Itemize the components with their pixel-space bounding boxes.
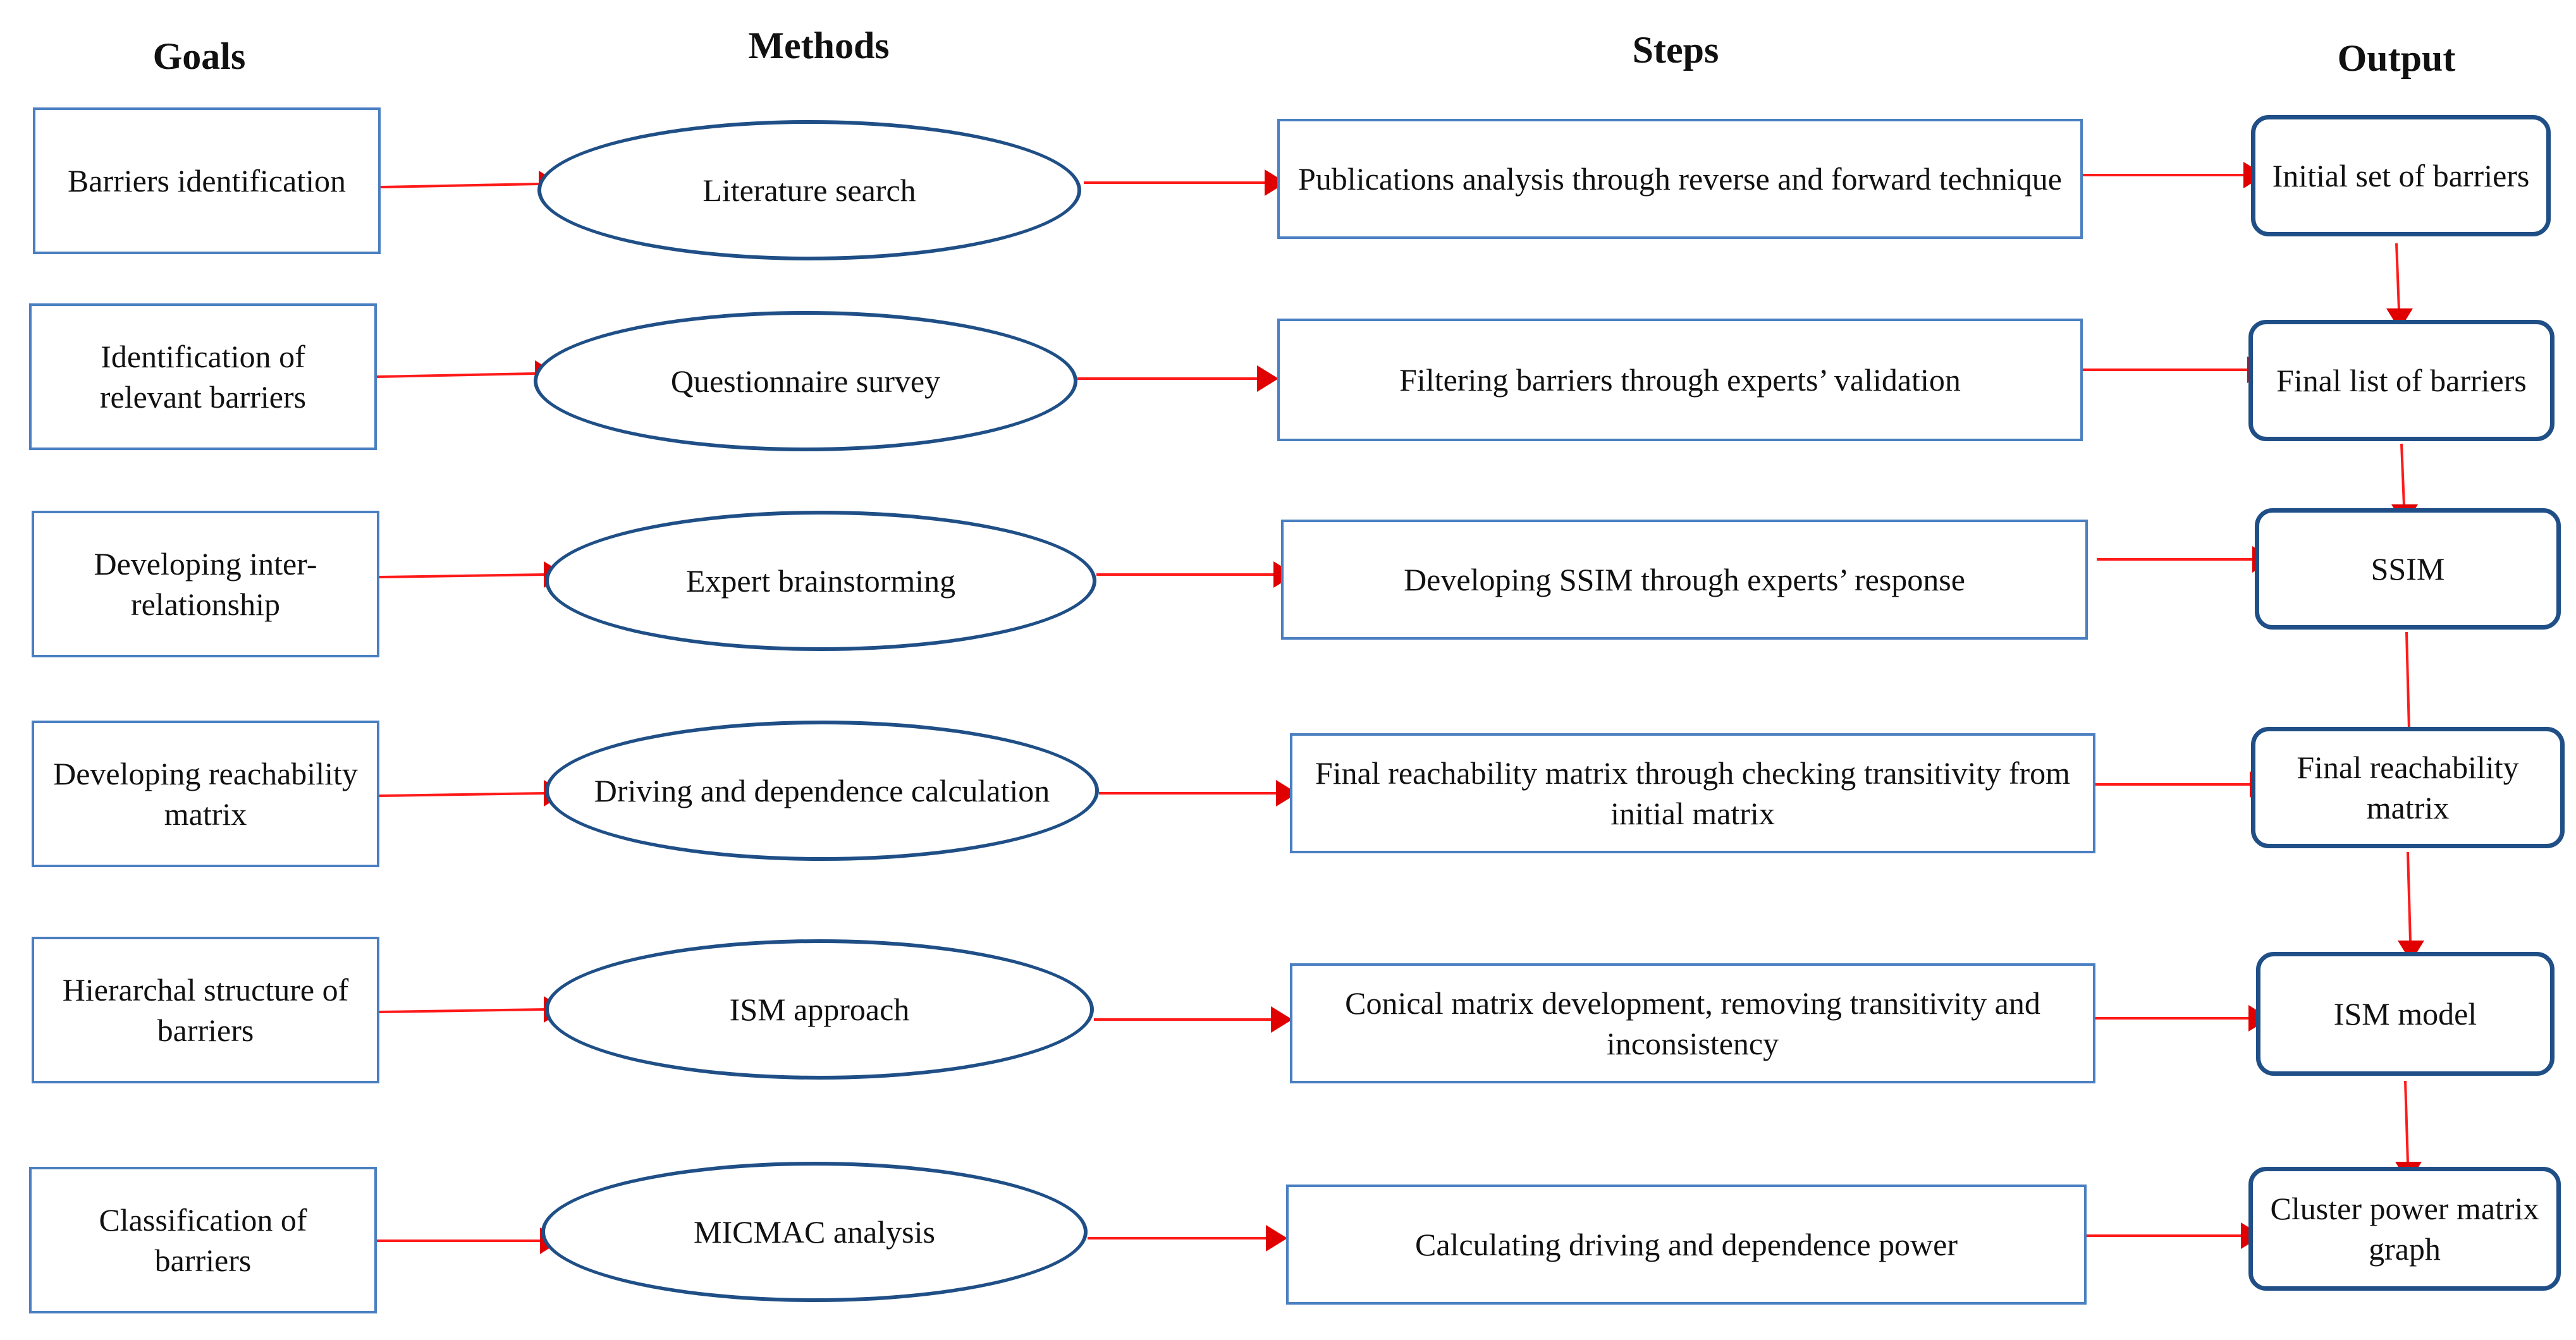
arrowhead-method-step-2 <box>1257 365 1279 392</box>
method-ellipse-2: Questionnaire survey <box>534 311 1077 451</box>
arrowhead-method-step-1 <box>1265 169 1286 196</box>
goal-box-6: Classification of barriers <box>29 1167 377 1313</box>
output-label-1: Initial set of barriers <box>2272 158 2530 193</box>
step-box-2: Filtering barriers through experts’ vali… <box>1277 319 2083 441</box>
arrow-output-1-to-2 <box>2395 243 2400 310</box>
goal-label-4: Developing reachability matrix <box>53 756 358 832</box>
goal-label-5: Hierarchal structure of barriers <box>62 972 349 1048</box>
method-ellipse-5: ISM approach <box>545 939 1094 1080</box>
output-box-3: SSIM <box>2255 508 2561 630</box>
method-ellipse-4: Driving and dependence calculation <box>545 721 1099 861</box>
arrowhead-method-step-4 <box>1276 780 1297 807</box>
method-ellipse-6: MICMAC analysis <box>541 1162 1088 1302</box>
arrow-output-5-to-6 <box>2404 1080 2409 1164</box>
arrow-output-2-to-3 <box>2400 443 2405 506</box>
step-box-5: Conical matrix development, removing tra… <box>1290 963 2095 1083</box>
method-label-4: Driving and dependence calculation <box>594 773 1050 808</box>
step-box-6: Calculating driving and dependence power <box>1286 1185 2087 1305</box>
method-label-3: Expert brainstorming <box>685 563 956 599</box>
output-box-6: Cluster power matrix graph <box>2248 1167 2561 1291</box>
goal-label-2: Identification of relevant barriers <box>99 339 307 415</box>
header-output: Output <box>2337 37 2456 79</box>
step-label-2: Filtering barriers through experts’ vali… <box>1399 362 1961 398</box>
output-box-1: Initial set of barriers <box>2251 115 2551 236</box>
step-label-6: Calculating driving and dependence power <box>1414 1227 1958 1262</box>
output-label-2: Final list of barriers <box>2276 363 2527 398</box>
step-label-3: Developing SSIM through experts’ respons… <box>1404 562 1965 597</box>
step-label-4: Final reachability matrix through checki… <box>1315 755 2071 831</box>
method-label-6: MICMAC analysis <box>694 1214 935 1250</box>
goal-label-3: Developing inter-relationship <box>94 546 317 622</box>
header-goals: Goals <box>152 35 246 77</box>
arrow-goal-to-method-4 <box>379 792 546 797</box>
arrowhead-output-4-5 <box>2398 941 2424 962</box>
method-ellipse-3: Expert brainstorming <box>545 511 1096 651</box>
goal-label-1: Barriers identification <box>67 163 347 198</box>
arrow-goal-to-method-3 <box>379 573 546 578</box>
arrow-goal-to-method-5 <box>379 1008 546 1013</box>
arrowhead-method-step-5 <box>1271 1006 1292 1033</box>
output-label-4: Final reachability matrix <box>2297 750 2519 825</box>
arrow-output-4-to-5 <box>2407 851 2412 942</box>
method-label-5: ISM approach <box>729 992 910 1027</box>
method-ellipse-1: Literature search <box>537 120 1081 260</box>
arrow-goal-to-method-2 <box>376 372 536 378</box>
arrowhead-output-1-2 <box>2386 308 2413 330</box>
step-label-5: Conical matrix development, removing tra… <box>1345 985 2040 1061</box>
step-box-4: Final reachability matrix through checki… <box>1290 733 2095 853</box>
goal-box-5: Hierarchal structure of barriers <box>32 937 379 1083</box>
method-label-1: Literature search <box>702 173 916 208</box>
step-label-1: Publications analysis through reverse an… <box>1298 161 2062 197</box>
header-methods: Methods <box>748 25 890 66</box>
goal-label-6: Classification of barriers <box>99 1202 307 1278</box>
header-steps: Steps <box>1632 29 1719 71</box>
output-box-5: ISM model <box>2256 952 2555 1076</box>
output-label-6: Cluster power matrix graph <box>2270 1191 2539 1267</box>
arrowhead-method-step-6 <box>1266 1225 1287 1252</box>
arrow-output-3-to-4 <box>2405 631 2410 731</box>
goal-box-4: Developing reachability matrix <box>32 721 379 867</box>
output-box-4: Final reachability matrix <box>2251 727 2565 848</box>
goal-box-2: Identification of relevant barriers <box>29 303 377 450</box>
goal-box-3: Developing inter-relationship <box>32 511 379 657</box>
step-box-1: Publications analysis through reverse an… <box>1277 119 2083 239</box>
output-box-2: Final list of barriers <box>2248 320 2555 441</box>
method-label-2: Questionnaire survey <box>670 363 941 399</box>
step-box-3: Developing SSIM through experts’ respons… <box>1281 520 2088 640</box>
output-label-5: ISM model <box>2333 996 2477 1032</box>
goal-box-1: Barriers identification <box>33 107 381 254</box>
arrow-goal-to-method-1 <box>380 183 539 188</box>
output-label-3: SSIM <box>2371 551 2445 587</box>
